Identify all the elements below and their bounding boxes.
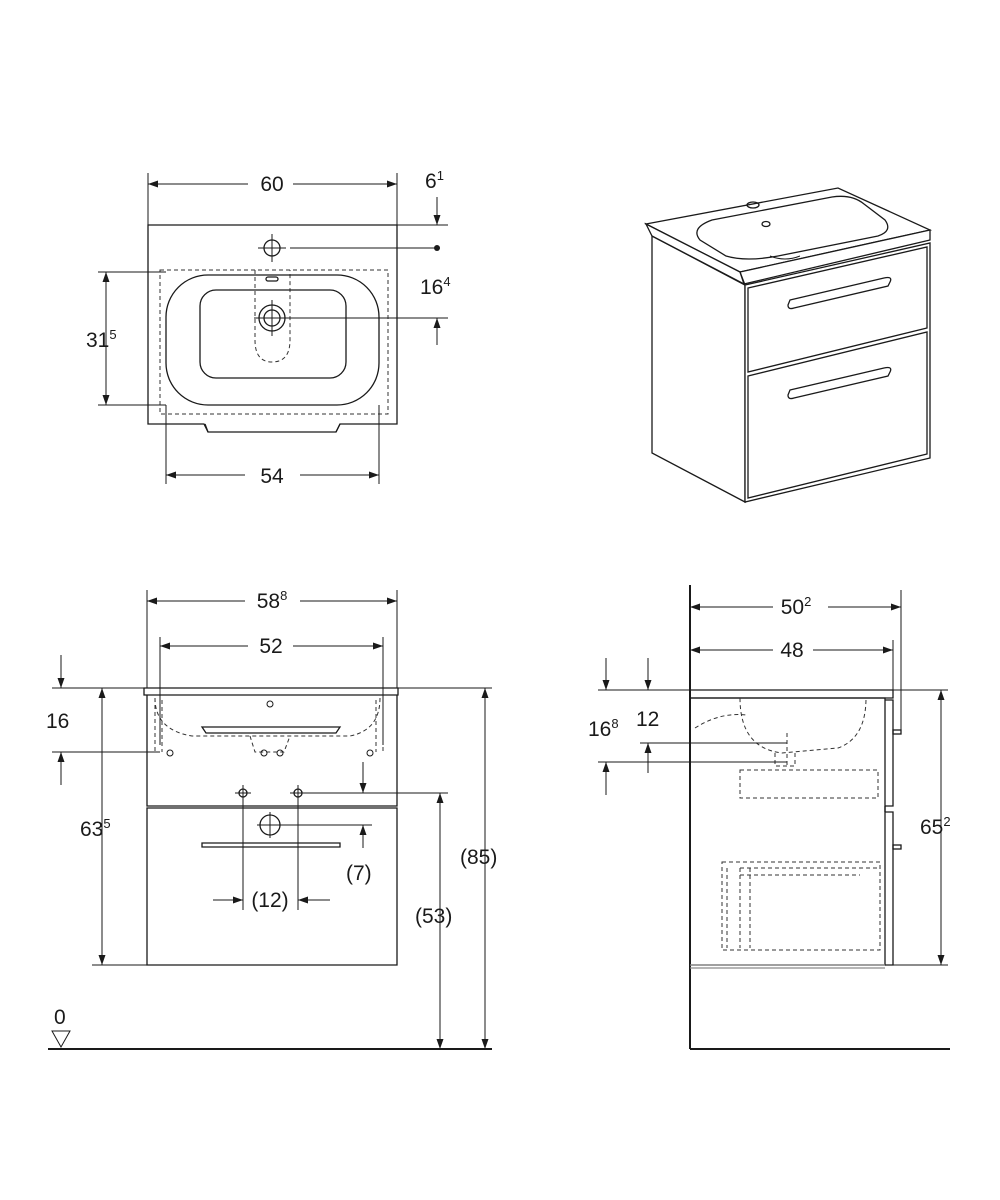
total-height-label: (85) <box>460 846 497 869</box>
top-width-label: 60 <box>260 173 283 196</box>
basin-height-label: 16 <box>46 710 69 733</box>
top-view <box>98 173 448 484</box>
floor-level-label: 0 <box>54 1006 66 1029</box>
mount-height-label: (53) <box>415 905 452 928</box>
hole-spacing-label: (12) <box>251 889 288 912</box>
overall-depth-label: 502 <box>781 594 812 619</box>
side-cabinet-height-label: 652 <box>920 814 951 839</box>
bowl-width-label: 54 <box>260 465 284 488</box>
side-view <box>598 585 950 1050</box>
isometric-view <box>644 187 933 504</box>
inner-depth-label: 48 <box>780 639 803 662</box>
drain-depth-a-label: 168 <box>588 716 619 741</box>
front-view <box>48 590 492 1050</box>
bowl-depth-label: 315 <box>86 327 117 352</box>
cabinet-height-label: 635 <box>80 816 111 841</box>
overall-width-label: 588 <box>257 588 288 613</box>
inner-width-label: 52 <box>259 635 282 658</box>
tap-to-drain-label: 164 <box>420 274 451 299</box>
hole-offset-label: (7) <box>346 862 372 885</box>
tap-offset-label: 61 <box>425 168 444 193</box>
drain-depth-b-label: 12 <box>636 708 659 731</box>
